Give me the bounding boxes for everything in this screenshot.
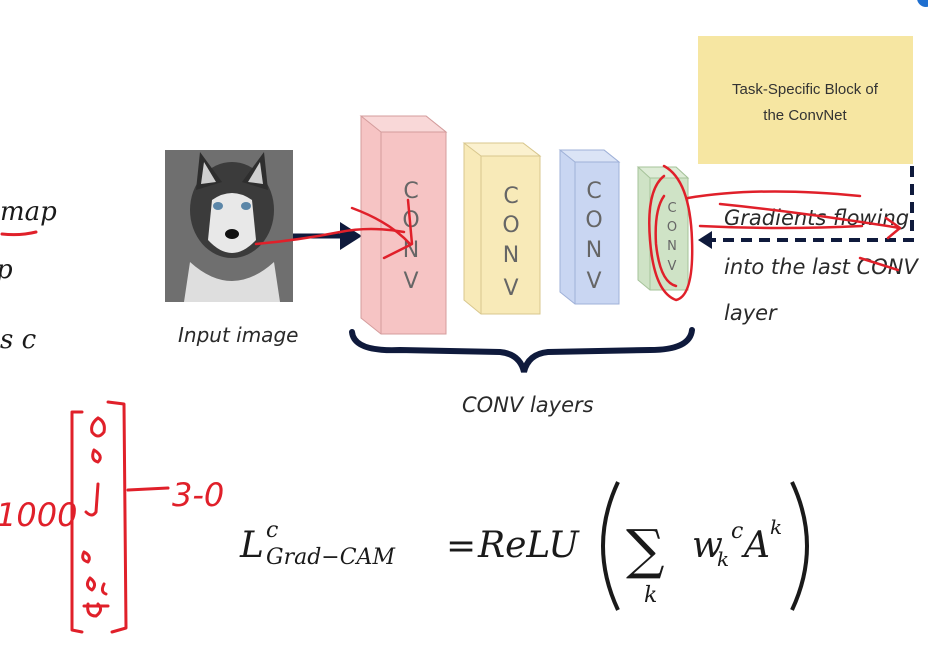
conv-4-letter-v: V — [668, 259, 677, 274]
input-arrow-head — [340, 222, 362, 250]
left-text-sc: s c — [0, 325, 37, 355]
formula-w-sup: c — [731, 519, 743, 544]
gradient-dashed-arrow — [712, 166, 914, 242]
formula-A-sup: k — [770, 515, 782, 539]
formula-left-paren — [601, 481, 620, 611]
formula-equals: = — [446, 526, 476, 567]
conv-3-letter-c: C — [586, 179, 601, 204]
conv-layers-brace — [349, 327, 695, 373]
conv-2-letter-v: V — [503, 276, 518, 301]
conv-4-letter-c: C — [667, 201, 676, 216]
gradient-arrow-head — [698, 231, 712, 249]
gradients-label-line3: layer — [724, 301, 778, 325]
conv-2-letter-n: N — [503, 243, 519, 268]
red-ink-annotations — [254, 164, 902, 302]
conv-1-letter-c: C — [403, 179, 418, 204]
input-image — [165, 150, 293, 302]
conv-2-letter-o: O — [502, 213, 519, 238]
conv-4-letter-n: N — [667, 239, 677, 254]
count-right-ink: 3-0 — [172, 476, 224, 514]
task-specific-block — [698, 36, 913, 164]
left-text-p: p — [0, 255, 13, 285]
formula-L: L — [239, 525, 264, 566]
formula-sum: ∑ — [626, 518, 665, 581]
corner-icon — [917, 0, 928, 7]
formula-right-paren — [790, 481, 809, 611]
conv-2-letter-c: C — [503, 184, 518, 209]
conv-3-letter-v: V — [586, 269, 601, 294]
formula-w: w — [692, 525, 723, 566]
conv-3-letter-o: O — [585, 208, 602, 233]
formula-L-subscript: Grad−CAM — [266, 545, 395, 570]
gradients-label-line1: Gradients flowing — [724, 206, 909, 230]
conv-block-3 — [558, 149, 621, 305]
conv-block-2 — [462, 142, 542, 315]
task-block-line2: the ConvNet — [763, 107, 847, 124]
formula-L-superscript: c — [266, 518, 278, 543]
red-vector-sketch — [70, 400, 170, 634]
formula-sum-index: k — [644, 583, 657, 608]
conv-layers-label: CONV layers — [462, 393, 594, 417]
left-text-map: map — [0, 197, 57, 227]
input-image-label: Input image — [178, 323, 298, 347]
conv-4-letter-o: O — [667, 220, 677, 235]
formula-w-sub: k — [717, 547, 729, 571]
formula-relu: ReLU — [477, 525, 580, 566]
formula-A: A — [741, 525, 770, 566]
conv-1-letter-v: V — [403, 269, 418, 294]
grad-cam-formula: L c Grad−CAM = ReLU ∑ k w k c A k — [239, 481, 809, 611]
conv-1-letter-n: N — [403, 238, 419, 263]
count-left-ink: 1000 — [0, 496, 77, 534]
conv-block-1 — [359, 115, 448, 335]
left-underline-ink — [0, 230, 38, 237]
task-block-line1: Task-Specific Block of — [732, 81, 879, 98]
conv-3-letter-n: N — [586, 238, 602, 263]
